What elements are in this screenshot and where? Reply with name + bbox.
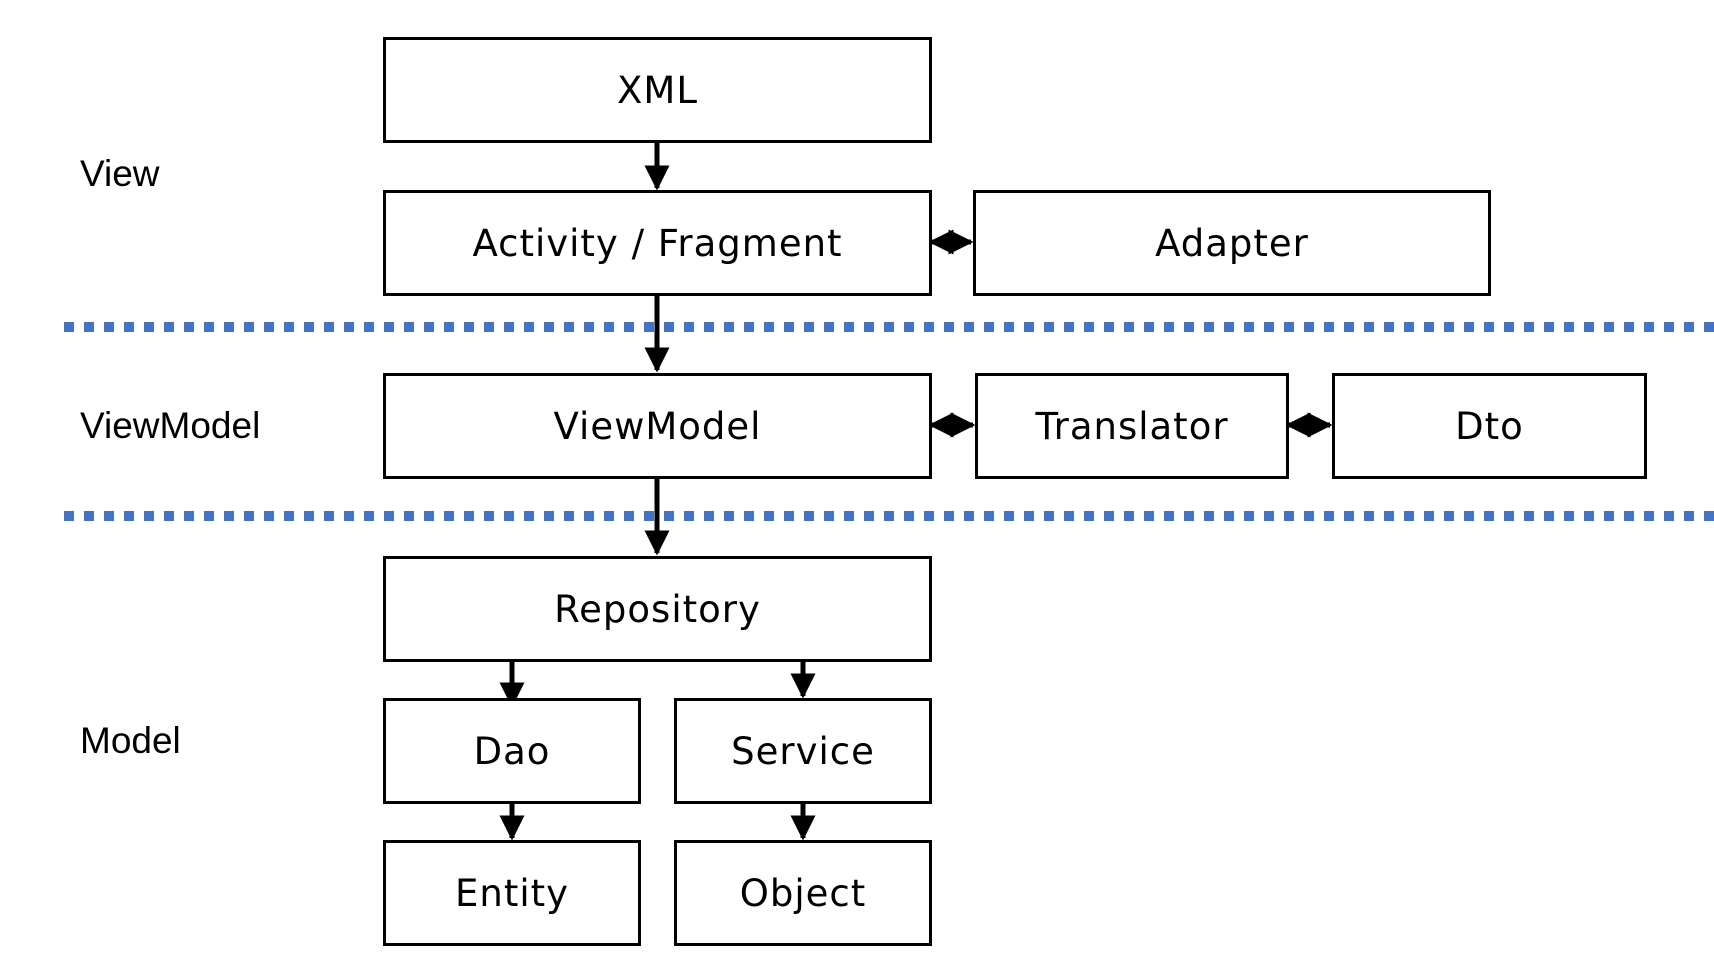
layer-label-viewmodel: ViewModel (80, 405, 261, 446)
xml-box: XML (383, 37, 932, 143)
layer-label-view: View (80, 153, 160, 194)
translator-box: Translator (975, 373, 1289, 479)
adapter-box: Adapter (973, 190, 1491, 296)
entity-box: Entity (383, 840, 641, 946)
repository-box: Repository (383, 556, 932, 662)
dto-box: Dto (1332, 373, 1647, 479)
activity-fragment-box: Activity / Fragment (383, 190, 932, 296)
layer-divider-viewmodel-model (64, 511, 1714, 521)
object-box: Object (674, 840, 932, 946)
service-box: Service (674, 698, 932, 804)
dao-box: Dao (383, 698, 641, 804)
viewmodel-box: ViewModel (383, 373, 932, 479)
layer-divider-view-viewmodel (64, 322, 1714, 332)
layer-label-model: Model (80, 720, 181, 761)
